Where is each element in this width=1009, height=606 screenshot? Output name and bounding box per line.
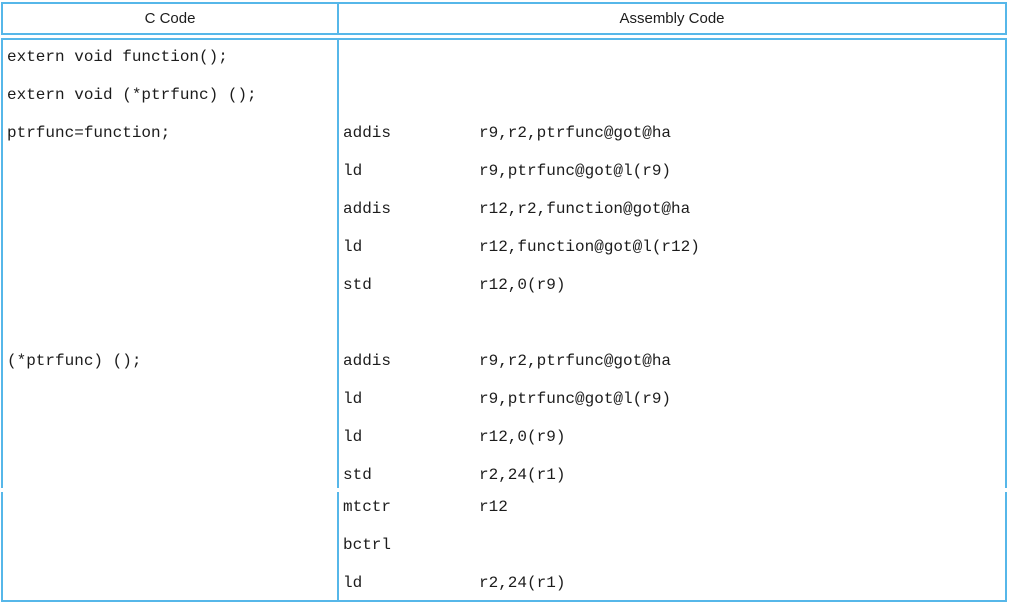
c-code-block: extern void function(); extern void (*ptr… — [3, 40, 337, 380]
header-assembly-code: Assembly Code — [339, 2, 1007, 35]
table-body-row-1: extern void function(); extern void (*ptr… — [1, 38, 1007, 488]
assembly-line: addis r12,r2,function@got@ha — [343, 190, 1005, 228]
assembly-line: mtctr r12 — [343, 492, 1005, 526]
assembly-code-block-2: mtctr r12 bctrl ld r2,24(r1) — [339, 492, 1005, 600]
assembly-line: ld r12,0(r9) — [343, 418, 1005, 456]
opcode: addis — [343, 124, 392, 142]
c-code-line: (*ptrfunc) (); — [7, 352, 142, 370]
opcode: ld — [343, 238, 363, 256]
opcode: std — [343, 276, 372, 294]
operands: r12,0(r9) — [479, 276, 566, 294]
c-code-line: ptrfunc=function; — [7, 124, 171, 142]
header-c-code: C Code — [1, 2, 339, 35]
opcode: std — [343, 466, 372, 484]
opcode: bctrl — [343, 536, 392, 554]
operands: r9,r2,ptrfunc@got@ha — [479, 124, 672, 142]
assembly-line: std r12,0(r9) — [343, 266, 1005, 304]
operands: r9,ptrfunc@got@l(r9) — [479, 390, 672, 408]
operands: r2,24(r1) — [479, 574, 566, 592]
c-code-line — [7, 304, 337, 342]
assembly-line: ld r2,24(r1) — [343, 564, 1005, 600]
opcode: mtctr — [343, 498, 392, 516]
c-code-line — [7, 190, 337, 228]
assembly-line: bctrl — [343, 526, 1005, 564]
operands: r2,24(r1) — [479, 466, 566, 484]
opcode: addis — [343, 352, 392, 370]
opcode: ld — [343, 574, 363, 592]
assembly-line — [343, 304, 1005, 342]
operands: r12,0(r9) — [479, 428, 566, 446]
assembly-line: ld r12,function@got@l(r12) — [343, 228, 1005, 266]
c-code-line: extern void (*ptrfunc) (); — [7, 86, 257, 104]
table-body-row-2: mtctr r12 bctrl ld r2,24(r1) — [1, 492, 1007, 602]
c-code-cell-1: extern void function(); extern void (*ptr… — [1, 38, 339, 488]
assembly-line: std r2,24(r1) — [343, 456, 1005, 488]
assembly-line: addis r9,r2,ptrfunc@got@ha — [343, 114, 1005, 152]
operands: r9,r2,ptrfunc@got@ha — [479, 352, 672, 370]
c-code-line: extern void function(); — [7, 48, 228, 66]
operands: r12,function@got@l(r12) — [479, 238, 700, 256]
c-code-line — [7, 266, 337, 304]
c-code-cell-2 — [1, 492, 339, 602]
c-code-line — [7, 152, 337, 190]
assembly-line — [343, 40, 1005, 76]
table-header-row: C Code Assembly Code — [1, 2, 1007, 35]
assembly-code-block-1: addis r9,r2,ptrfunc@got@ha ld r9,ptrfunc… — [339, 40, 1005, 488]
opcode: addis — [343, 200, 392, 218]
assembly-code-cell-1: addis r9,r2,ptrfunc@got@ha ld r9,ptrfunc… — [339, 38, 1007, 488]
assembly-line: ld r9,ptrfunc@got@l(r9) — [343, 380, 1005, 418]
opcode: ld — [343, 162, 363, 180]
c-code-line — [7, 228, 337, 266]
assembly-code-cell-2: mtctr r12 bctrl ld r2,24(r1) — [339, 492, 1007, 602]
operands: r9,ptrfunc@got@l(r9) — [479, 162, 672, 180]
operands: r12,r2,function@got@ha — [479, 200, 691, 218]
operands: r12 — [479, 498, 508, 516]
assembly-line — [343, 76, 1005, 114]
opcode: ld — [343, 428, 363, 446]
assembly-line: addis r9,r2,ptrfunc@got@ha — [343, 342, 1005, 380]
opcode: ld — [343, 390, 363, 408]
assembly-line: ld r9,ptrfunc@got@l(r9) — [343, 152, 1005, 190]
